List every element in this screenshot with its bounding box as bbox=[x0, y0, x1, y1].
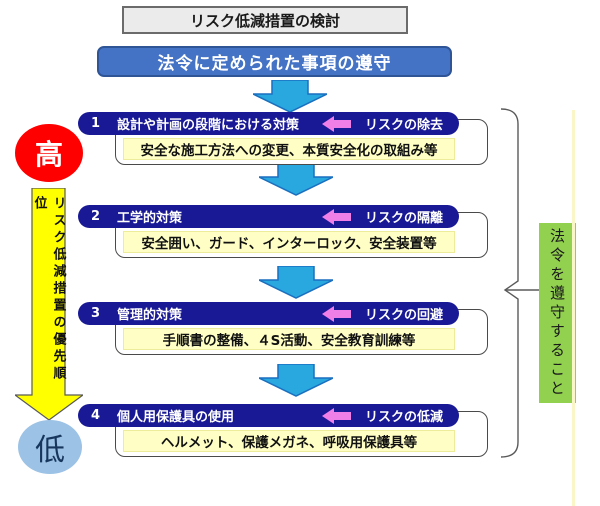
step-1-risk-label: リスクの除去 bbox=[364, 118, 443, 133]
step-4-detail: ヘルメット、保護メガネ、呼吸用保護具等 bbox=[123, 430, 455, 452]
step-2-title: 工学的対策 bbox=[117, 211, 183, 226]
left-arrow-icon bbox=[321, 208, 351, 225]
step-4-risk-label: リスクの低減 bbox=[364, 410, 443, 425]
step-2-risk-label: リスクの隔離 bbox=[364, 211, 443, 226]
step-1-bar: 1 設計や計画の段階における対策 リスクの除去 bbox=[78, 112, 459, 135]
step-1-detail: 安全な施工方法への変更、本質安全化の取組み等 bbox=[123, 138, 455, 160]
high-priority-badge: 高 bbox=[15, 124, 83, 182]
step-2-number: 2 bbox=[91, 209, 101, 224]
step-4-bar: 4 個人用保護具の使用 リスクの低減 bbox=[78, 404, 459, 427]
left-arrow-icon bbox=[321, 407, 351, 424]
diagram-title-text: リスク低減措置の検討 bbox=[189, 11, 340, 30]
low-label: 低 bbox=[35, 433, 65, 468]
step-3-detail: 手順書の整備、４S活動、安全教育訓練等 bbox=[123, 328, 455, 350]
right-brace-bracket bbox=[500, 108, 539, 458]
step-1-number: 1 bbox=[91, 116, 101, 131]
step-3-risk-label: リスクの回避 bbox=[364, 308, 443, 323]
high-label: 高 bbox=[34, 138, 63, 171]
law-compliance-header: 法令に定められた事項の遵守 bbox=[97, 46, 452, 77]
priority-down-arrow-icon bbox=[15, 188, 83, 421]
law-compliance-header-text: 法令に定められた事項の遵守 bbox=[157, 54, 392, 74]
down-arrow-icon bbox=[253, 80, 327, 113]
compliance-note: 法令を遵守すること bbox=[539, 223, 576, 403]
down-arrow-icon bbox=[259, 163, 333, 196]
step-2-bar: 2 工学的対策 リスクの隔離 bbox=[78, 205, 459, 228]
step-3-bar: 3 管理的対策 リスクの回避 bbox=[78, 302, 459, 325]
step-4-number: 4 bbox=[91, 408, 101, 423]
step-3-title: 管理的対策 bbox=[117, 308, 183, 323]
page-edge-line bbox=[572, 110, 575, 506]
step-4-title: 個人用保護具の使用 bbox=[117, 410, 235, 425]
step-3-number: 3 bbox=[91, 306, 101, 321]
priority-axis-label: リスク低減措置の優先順位 bbox=[31, 196, 66, 383]
step-2-detail: 安全囲い、ガード、インターロック、安全装置等 bbox=[123, 231, 455, 253]
left-arrow-icon bbox=[321, 115, 351, 132]
compliance-note-text: 法令を遵守すること bbox=[548, 227, 566, 399]
down-arrow-icon bbox=[259, 266, 333, 299]
step-1-title: 設計や計画の段階における対策 bbox=[117, 118, 300, 133]
low-priority-badge: 低 bbox=[18, 420, 82, 474]
left-arrow-icon bbox=[321, 305, 351, 322]
down-arrow-icon bbox=[259, 364, 333, 397]
diagram-title: リスク低減措置の検討 bbox=[122, 6, 408, 34]
